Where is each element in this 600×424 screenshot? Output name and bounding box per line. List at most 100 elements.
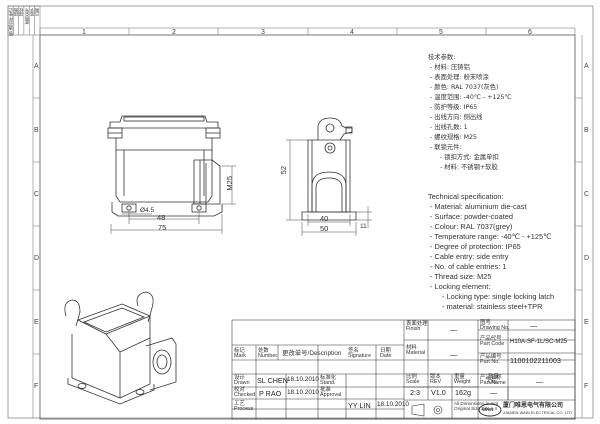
drawn-label: 设计 Drawn	[234, 375, 250, 387]
grid-row-a-right: A	[584, 63, 589, 70]
part-code-label: 产品代号 Part Code	[480, 336, 505, 348]
scale-value: 2:3	[410, 388, 420, 397]
approval-label: 批准 Approval	[320, 387, 342, 399]
logo-text: WAIN	[482, 407, 494, 412]
rev-label: 版本 REV	[430, 374, 442, 386]
grid-row-a: A	[34, 63, 39, 70]
process-label: 工艺 Process	[234, 401, 254, 413]
drawn-by: SL CHEN	[257, 376, 288, 385]
grid-col-3: 3	[261, 29, 265, 36]
weight-value: 162g	[455, 388, 471, 397]
weight-label: 重量 Weight	[454, 374, 471, 386]
grid-row-f-right: F	[584, 383, 589, 390]
spec-en-item: - Colour: RAL 7037(grey)	[430, 222, 513, 231]
grid-col-2: 2	[172, 29, 176, 36]
grid-row-d-right: D	[584, 255, 590, 262]
stamp-box	[7, 5, 41, 36]
material-value: —	[450, 350, 458, 359]
stamp-label: 底图总号	[23, 8, 29, 25]
material-label: 材料 Material	[406, 345, 426, 357]
dim-side-height: 52	[279, 166, 288, 175]
finish-label: 表面处理 Finish	[406, 321, 428, 333]
checked-by: P RAO	[259, 389, 282, 398]
spec-en-item: - Thread size: M25	[430, 272, 492, 281]
spec-cn-item: - 材料: 压铸铝	[430, 64, 470, 71]
approved-by: YY LIN	[348, 401, 371, 410]
grid-row-f: F	[34, 383, 39, 390]
specs-en-heading: Technical specification:	[428, 192, 504, 201]
grid-row-d: D	[34, 255, 40, 262]
number-label: 处数 Number	[258, 348, 278, 360]
spec-cn-subitem: - 材料: 不锈钢+软胶	[440, 164, 498, 171]
spec-en-item: - Locking element:	[430, 282, 491, 291]
spec-cn-item: - 出线方向: 侧出线	[430, 114, 483, 121]
dim-side-inner: 40	[320, 214, 329, 223]
side-view	[301, 117, 357, 221]
grid-col-5: 5	[439, 29, 443, 36]
spec-cn-item: - 表面处理: 粉末喷涂	[430, 74, 489, 81]
dim-side-small: 11	[360, 223, 367, 230]
part-name-label: 产品名称 Part Name	[480, 375, 506, 387]
spec-en-item: - Temperature range: -40℃ - +125℃	[430, 232, 552, 241]
drawing-no-label: 图号 Drawing No.	[480, 320, 510, 332]
spec-cn-item: - 螺纹规格: M25	[430, 134, 478, 141]
company-name-en: XIAMEN WAIN ELECTRICAL CO.,LTD	[503, 410, 572, 415]
grid-col-4: 4	[350, 29, 354, 36]
dimension-note: All Dimensions in mm Original Size DIN A…	[454, 401, 499, 411]
outer-border	[7, 5, 594, 419]
spec-en-item: - No. of cable entries: 1	[430, 262, 507, 271]
part-code-value: H10A-SF-1L/SC-M25	[510, 339, 568, 345]
rev-value: V1.0	[431, 388, 446, 397]
spec-en-item: - Cable entry: side entry	[430, 252, 509, 261]
grid-row-e-right: E	[584, 319, 589, 326]
grid-row-b-right: B	[584, 127, 589, 134]
description-label: 更改单号/Description	[282, 350, 342, 357]
spec-en-item: - Surface: powder-coated	[430, 212, 513, 221]
spec-cn-item: - 联锁元件:	[430, 144, 462, 151]
grid-row-e: E	[34, 319, 39, 326]
grid-col-1: 1	[82, 29, 86, 36]
signature-label: 签名 Signature	[348, 348, 372, 360]
stamp-label: 日期	[34, 8, 39, 17]
dim-front-inner: 48	[157, 213, 166, 222]
dim-front-thread: M25	[225, 176, 234, 191]
spec-cn-item: - 颜色: RAL 7037(灰色)	[430, 84, 499, 91]
spec-en-subitem: - material: stainless steel+TPR	[442, 302, 543, 311]
spec-en-item: - Material: aluminium die-cast	[430, 202, 527, 211]
spec-cn-subitem: - 锁扣方式: 金属单扣	[440, 154, 499, 161]
finish-value: —	[450, 325, 458, 334]
grid-row-b: B	[34, 127, 39, 134]
drawn-date: 18.10.2010	[287, 376, 319, 383]
stand-label: 标准化 Stand.	[320, 375, 337, 387]
title-block	[231, 319, 576, 420]
grid-row-c-right: C	[584, 191, 590, 198]
mark-label: 标记 Mark	[234, 348, 246, 360]
part-no-label: 产品编号 Part No.	[480, 354, 502, 366]
spec-cn-item: - 防护等级: IP65	[430, 104, 478, 111]
company-name-cn: 厦门唯恩电气有限公司	[503, 403, 564, 409]
spec-en-item: - Degree of protection: IP65	[430, 242, 521, 251]
stamp-label: 描校	[18, 8, 23, 17]
drawing-no-value: —	[530, 321, 538, 330]
approved-date: 18.10.2010	[377, 401, 409, 408]
date-label: 日期 Date	[380, 348, 392, 360]
qty-label: 数量 Qty.	[488, 374, 499, 386]
qty-value: —	[490, 388, 498, 397]
scale-label: 比例 Scale	[406, 374, 420, 386]
company-logo	[478, 403, 502, 417]
side-dimensions	[286, 139, 372, 236]
front-view	[107, 115, 223, 217]
grid-row-c: C	[34, 191, 40, 198]
front-dimensions	[110, 165, 236, 234]
dim-side-width: 50	[320, 224, 329, 233]
spec-cn-item: - 温度范围: -40℃ - +125℃	[430, 94, 512, 101]
spec-cn-item: - 出线孔数: 1	[430, 124, 468, 131]
part-no-value: 1100102211003	[510, 356, 561, 365]
checked-label: 校对 Checked	[234, 387, 256, 399]
spec-en-subitem: - Locking type: single locking latch	[442, 292, 555, 301]
projection-symbol	[411, 403, 443, 417]
checked-date: 18.10.2010	[287, 389, 319, 396]
specs-cn-heading: 技术参数:	[428, 54, 456, 61]
part-name-value: —	[536, 377, 544, 386]
